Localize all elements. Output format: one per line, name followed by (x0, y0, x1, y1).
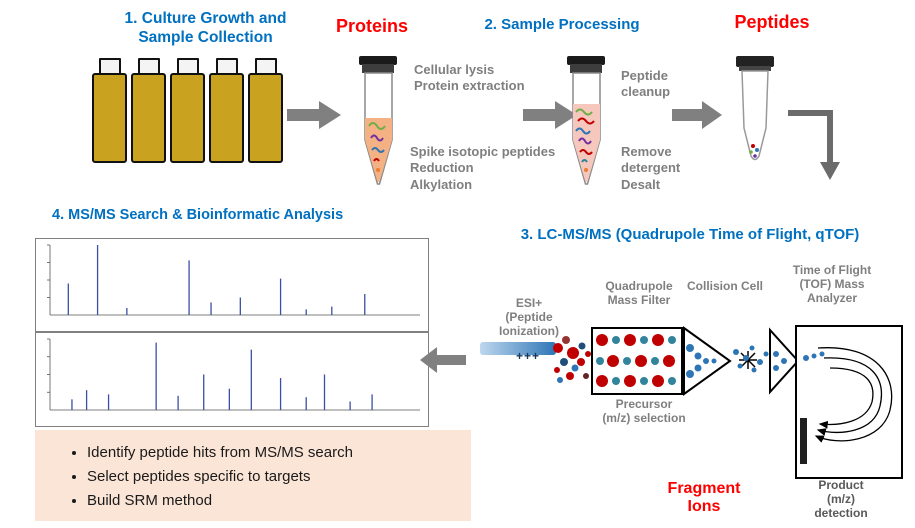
ms-spectrum-bottom (35, 332, 429, 427)
product-detection-label: Product (m/z) detection (814, 478, 868, 521)
detergent-note: Remove detergent Desalt (621, 144, 681, 192)
summary-list: Identify peptide hits from MS/MS search … (35, 440, 471, 509)
elbow-arrow-down-icon (788, 110, 840, 180)
flow-arrow-right-icon (287, 101, 341, 129)
media-bottle (248, 58, 283, 163)
summary-item: Build SRM method (87, 492, 463, 509)
precursor-selection-label: Precursor (m/z) selection (602, 397, 686, 426)
collision-cell-label: Collision Cell (686, 279, 763, 293)
esi-charge-label: +++ (516, 349, 541, 363)
media-bottle (170, 58, 205, 163)
sample-tube-icon (567, 56, 605, 185)
bottle-body (209, 73, 244, 163)
qtof-instrument-diagram (480, 325, 903, 479)
media-bottle (92, 58, 127, 163)
culture-bottles (92, 58, 283, 163)
cleanup-note: Peptide cleanup (621, 68, 671, 100)
esi-label: ESI+ (Peptide Ionization) (499, 296, 559, 339)
protein-tube-icon (359, 56, 397, 185)
summary-box: Identify peptide hits from MS/MS search … (35, 430, 471, 521)
proteins-label: Proteins (335, 16, 409, 36)
lysis-note: Cellular lysis Protein extraction (414, 62, 525, 94)
flow-arrow-right-icon (523, 101, 577, 129)
bottle-body (248, 73, 283, 163)
step2-title: 2. Sample Processing (484, 16, 640, 33)
step1-title: 1. Culture Growth and Sample Collection (124, 10, 287, 46)
ms-spectrum-bottom-plot (47, 338, 420, 411)
peptides-label: Peptides (734, 12, 810, 32)
peptide-tube-icon (736, 56, 774, 161)
summary-item: Identify peptide hits from MS/MS search (87, 444, 463, 461)
spike-note: Spike isotopic peptides Reduction Alkyla… (410, 144, 556, 192)
step3-title: 3. LC-MS/MS (Quadrupole Time of Flight, … (520, 226, 860, 243)
summary-item: Select peptides specific to targets (87, 468, 463, 485)
fragment-ions-label: Fragment Ions (667, 480, 741, 516)
bottle-body (131, 73, 166, 163)
media-bottle (131, 58, 166, 163)
media-bottle (209, 58, 244, 163)
tof-analyzer-label: Time of Flight (TOF) Mass Analyzer (792, 263, 872, 306)
flow-arrow-right-icon (672, 101, 722, 129)
quadrupole-label: Quadrupole Mass Filter (605, 279, 673, 308)
bottle-body (170, 73, 205, 163)
step4-title: 4. MS/MS Search & Bioinformatic Analysis (52, 207, 344, 223)
bottle-body (92, 73, 127, 163)
ms-spectrum-top (35, 238, 429, 332)
flow-arrow-left-icon (420, 347, 466, 373)
ms-spectrum-top-plot (47, 244, 420, 316)
